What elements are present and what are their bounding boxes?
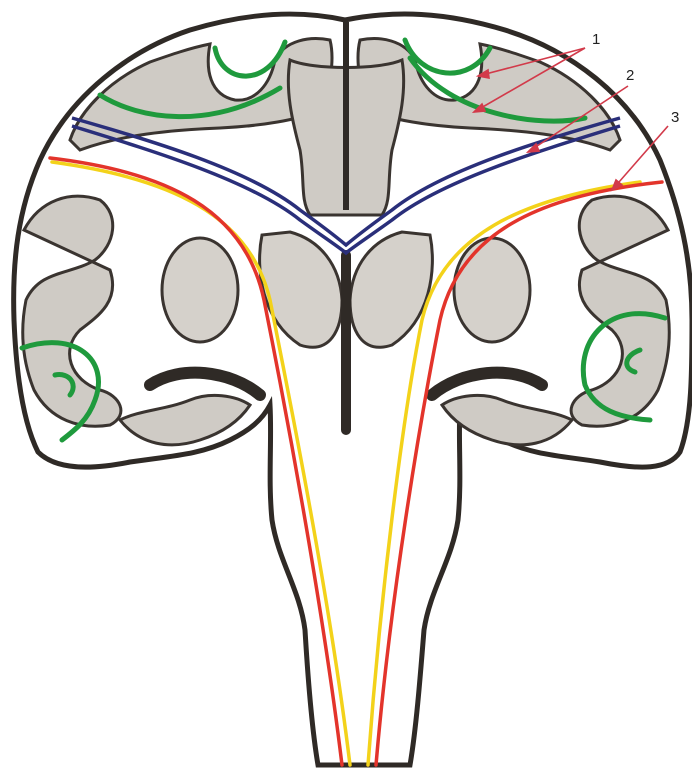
lentiform-nucleus-left — [162, 238, 238, 342]
callout-label-3: 3 — [671, 109, 679, 126]
callout-label-2: 2 — [626, 67, 634, 84]
callout-label-1: 1 — [592, 31, 600, 48]
lentiform-nucleus-right — [454, 238, 530, 342]
